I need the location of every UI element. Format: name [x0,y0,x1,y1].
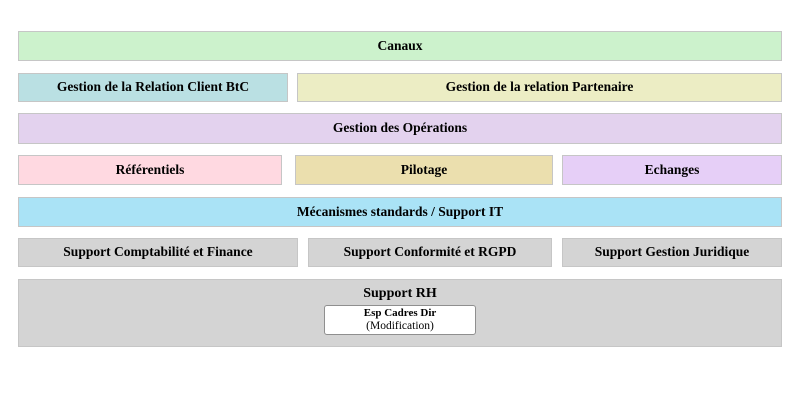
block-gestion-des-operations: Gestion des Opérations [18,113,782,144]
node-esp-cadres-dir-sublabel: (Modification) [366,320,434,333]
block-support-rh: Support RH Esp Cadres Dir (Modification) [18,279,782,347]
block-support-gestion-juridique: Support Gestion Juridique [562,238,782,267]
block-support-conformite-rgpd: Support Conformité et RGPD [308,238,552,267]
block-mecanismes-standards-support-it: Mécanismes standards / Support IT [18,197,782,227]
support-rh-title: Support RH [363,286,437,301]
block-canaux: Canaux [18,31,782,61]
block-pilotage: Pilotage [295,155,553,185]
block-echanges: Echanges [562,155,782,185]
block-gestion-relation-partenaire: Gestion de la relation Partenaire [297,73,782,102]
block-support-comptabilite-finance: Support Comptabilité et Finance [18,238,298,267]
node-esp-cadres-dir-label: Esp Cadres Dir [363,306,437,319]
block-referentiels: Référentiels [18,155,282,185]
node-esp-cadres-dir: Esp Cadres Dir (Modification) [324,305,476,336]
block-gestion-relation-client-btc: Gestion de la Relation Client BtC [18,73,288,102]
